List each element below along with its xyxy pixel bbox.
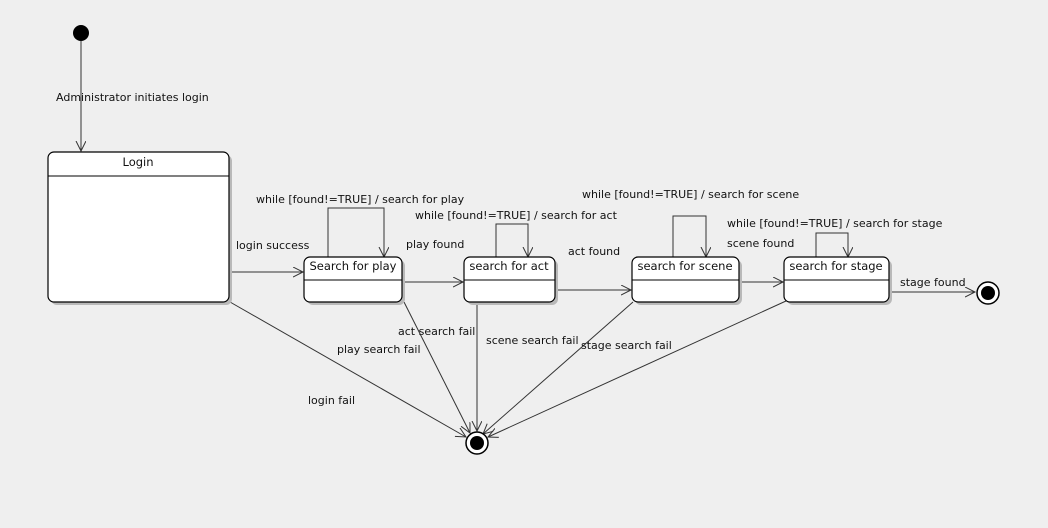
final-state-failure <box>465 431 489 455</box>
edge-login-fail <box>229 301 466 437</box>
edge-stage-search-fail <box>488 300 787 437</box>
edge-loop-play <box>327 207 384 257</box>
label-play-search-fail: play search fail <box>337 343 421 356</box>
label-scene-found: scene found <box>727 237 794 250</box>
label-loop-stage: while [found!=TRUE] / search for stage <box>727 217 943 230</box>
state-login: Login <box>47 151 232 305</box>
edge-loop-scene <box>672 215 706 257</box>
transition-labels: Administrator initiates login login succ… <box>56 91 966 407</box>
label-stage-search-fail: stage search fail <box>581 339 672 352</box>
label-act-found: act found <box>568 245 620 258</box>
state-search-play: Search for play <box>303 256 405 305</box>
label-initiate: Administrator initiates login <box>56 91 209 104</box>
edge-loop-act <box>495 223 528 257</box>
label-loop-play: while [found!=TRUE] / search for play <box>256 193 465 206</box>
label-scene-search-fail: scene search fail <box>486 334 579 347</box>
label-play-found: play found <box>406 238 464 251</box>
initial-state <box>73 25 89 41</box>
state-search-act: search for act <box>463 256 558 305</box>
state-login-title: Login <box>122 155 153 169</box>
label-loop-act: while [found!=TRUE] / search for act <box>415 209 618 222</box>
label-login-success: login success <box>236 239 310 252</box>
transition-edges <box>81 41 975 437</box>
edge-loop-stage <box>815 232 848 257</box>
label-act-search-fail: act search fail <box>398 325 475 338</box>
label-login-fail: login fail <box>308 394 355 407</box>
state-search-act-title: search for act <box>469 259 549 273</box>
state-search-scene-title: search for scene <box>637 259 732 273</box>
state-search-play-title: Search for play <box>310 259 397 273</box>
state-search-stage: search for stage <box>783 256 892 305</box>
state-search-scene: search for scene <box>631 256 742 305</box>
label-loop-scene: while [found!=TRUE] / search for scene <box>582 188 799 201</box>
final-state-success <box>976 281 1000 305</box>
edge-play-search-fail <box>403 301 470 433</box>
edge-scene-search-fail <box>483 301 634 434</box>
state-search-stage-title: search for stage <box>789 259 882 273</box>
label-stage-found: stage found <box>900 276 966 289</box>
